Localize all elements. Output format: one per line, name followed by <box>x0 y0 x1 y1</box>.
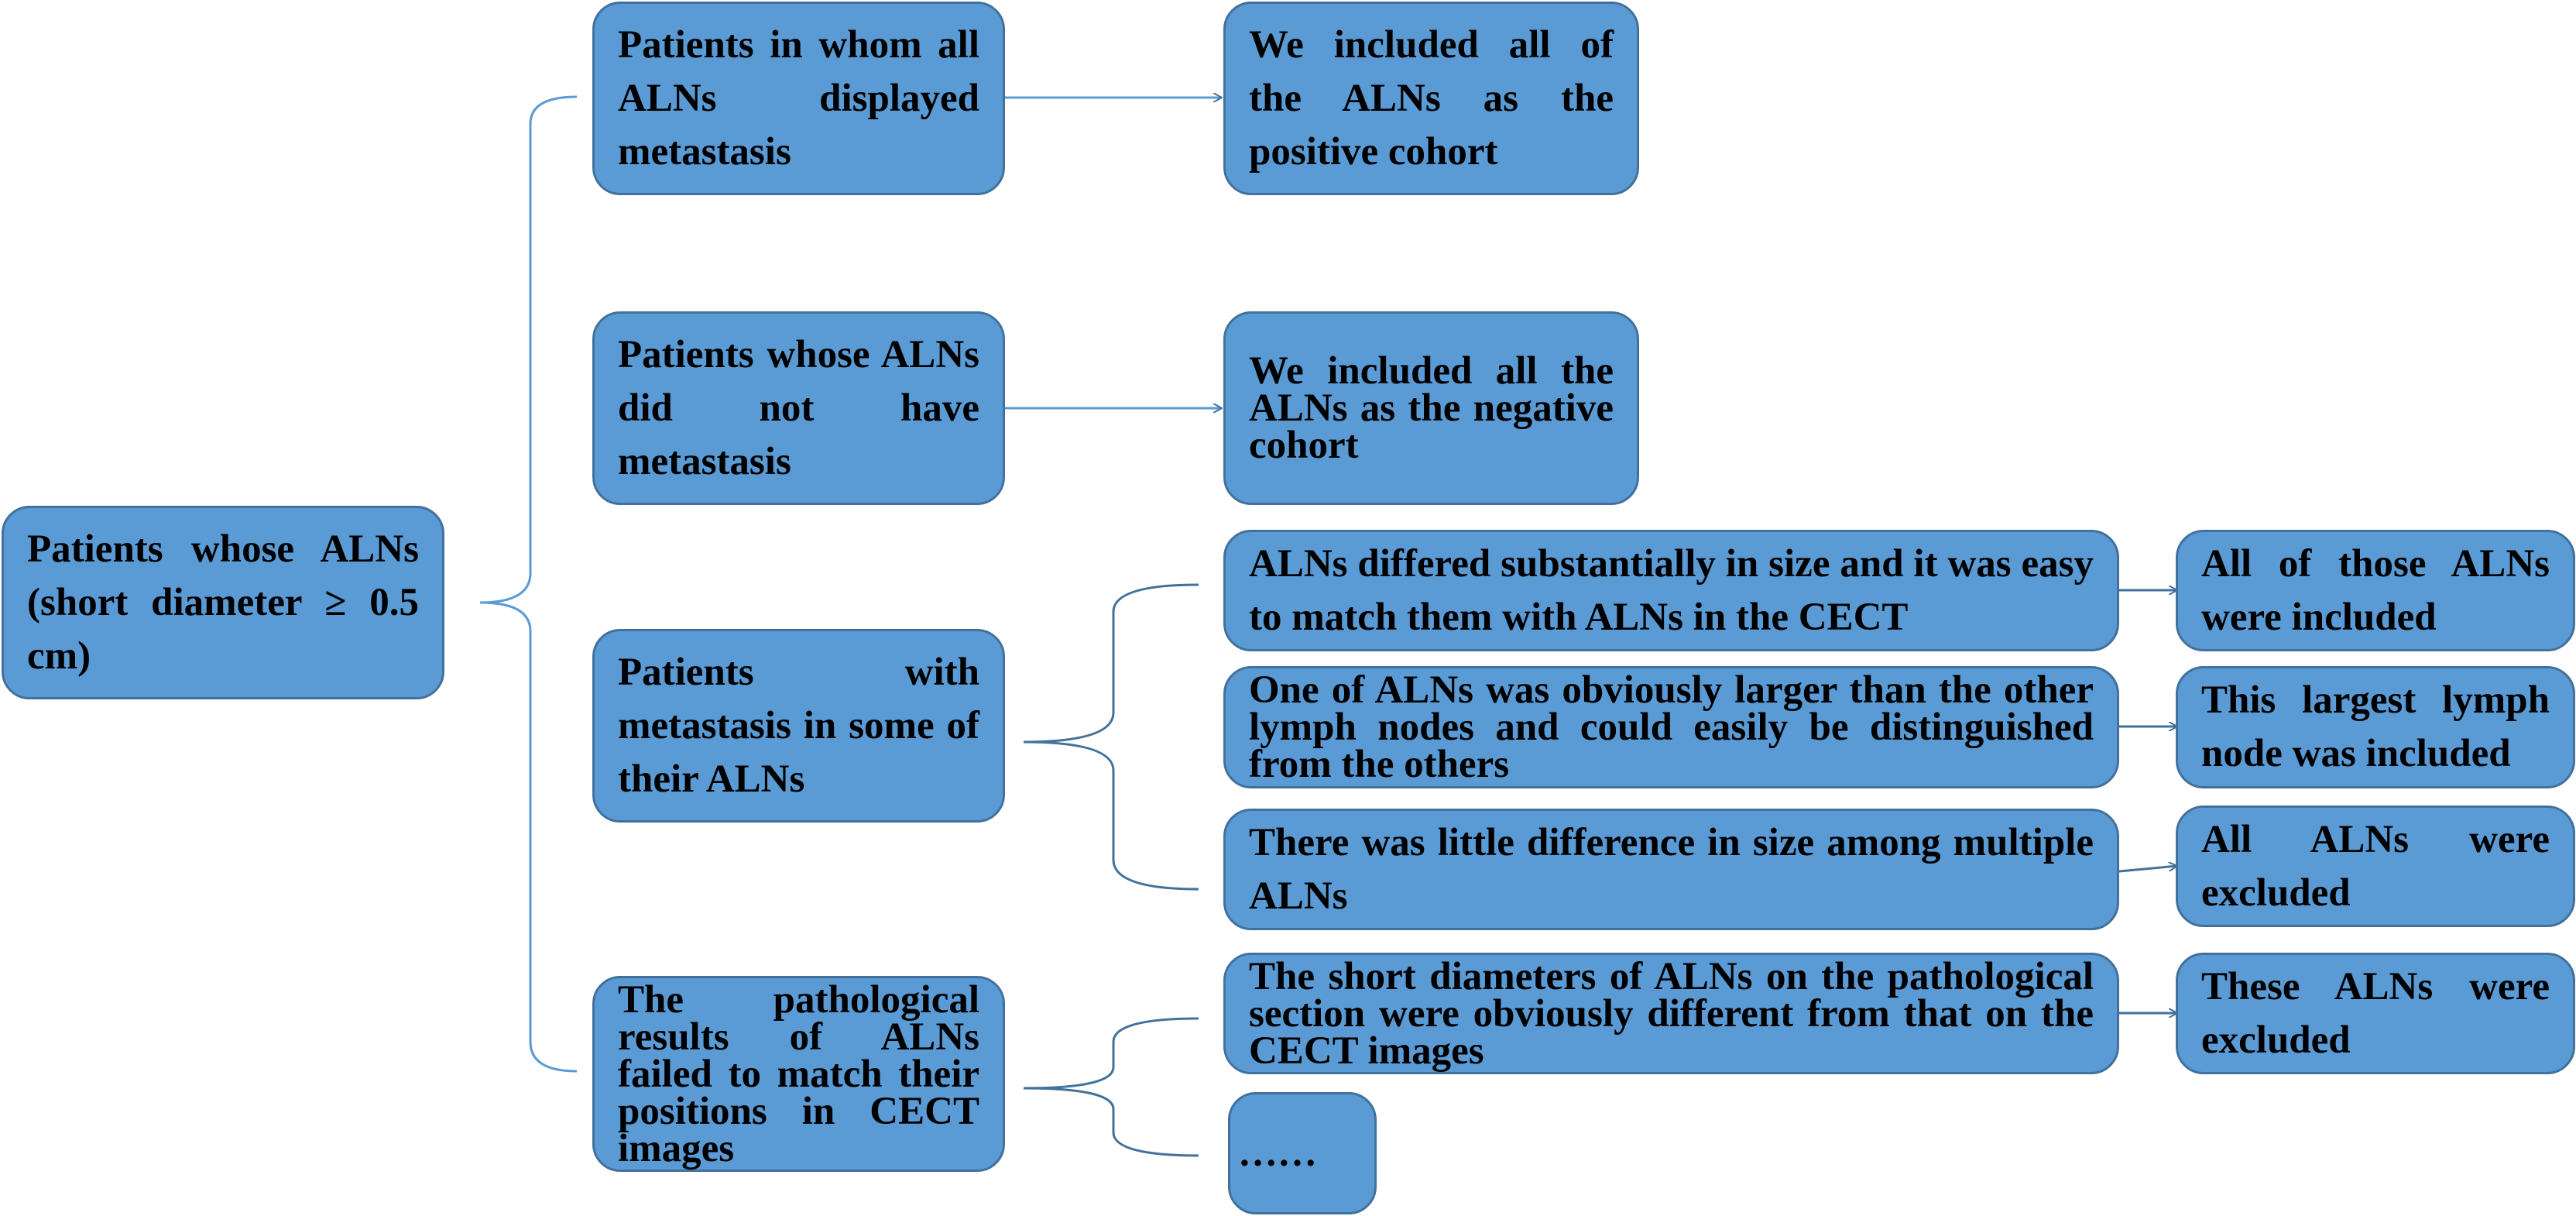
cohort-box-positive: We included all of the ALNs as the posit… <box>1223 2 1639 195</box>
outcome-text: All of those ALNs were included <box>2201 541 2550 639</box>
outcome-text: All ALNs were excluded <box>2201 817 2550 915</box>
condition-text: ALNs differed substantially in size and … <box>1249 541 2094 639</box>
category-text: The pathological results of ALNs failed … <box>618 977 979 1170</box>
cohort-text: We included all of the ALNs as the posit… <box>1249 22 1614 173</box>
category-box-partial-metastasis: Patients with metastasis in some of thei… <box>592 629 1005 823</box>
root-box: Patients whose ALNs (short diameter ≥ 0.… <box>2 506 444 699</box>
condition-box-diameter-mismatch: The short diameters of ALNs on the patho… <box>1223 953 2119 1074</box>
root-text: Patients whose ALNs (short diameter ≥ 0.… <box>27 527 419 678</box>
category-text: Patients with metastasis in some of thei… <box>618 650 979 801</box>
category-text: Patients whose ALNs did not have metasta… <box>618 332 979 483</box>
category-box-mismatch: The pathological results of ALNs failed … <box>592 976 1005 1172</box>
cat3-brace <box>1023 583 1199 891</box>
condition-box-ellipsis: …… <box>1228 1092 1377 1214</box>
outcome-box-largest-included: This largest lymph node was included <box>2176 666 2575 788</box>
condition-box-little-difference: There was little difference in size amon… <box>1223 809 2119 930</box>
arrow-cond3-out3 <box>2118 866 2177 873</box>
cohort-text: We included all the ALNs as the negative… <box>1249 349 1614 467</box>
outcome-text: This largest lymph node was included <box>2201 678 2550 775</box>
condition-text: …… <box>1238 1131 1317 1175</box>
root-brace <box>479 95 578 1073</box>
category-box-all-metastasis: Patients in whom all ALNs displayed meta… <box>592 2 1005 195</box>
cat4-brace <box>1023 1017 1199 1157</box>
outcome-box-all-excluded: All ALNs were excluded <box>2176 806 2575 927</box>
outcome-box-included: All of those ALNs were included <box>2176 530 2575 651</box>
outcome-text: These ALNs were excluded <box>2201 964 2550 1062</box>
condition-box-size-differ: ALNs differed substantially in size and … <box>1223 530 2119 651</box>
condition-text: One of ALNs was obviously larger than th… <box>1249 668 2094 786</box>
category-text: Patients in whom all ALNs displayed meta… <box>618 22 979 173</box>
outcome-box-these-excluded: These ALNs were excluded <box>2176 953 2575 1074</box>
cohort-box-negative: We included all the ALNs as the negative… <box>1223 311 1639 505</box>
condition-text: The short diameters of ALNs on the patho… <box>1249 954 2094 1073</box>
category-box-no-metastasis: Patients whose ALNs did not have metasta… <box>592 311 1005 505</box>
condition-box-largest-node: One of ALNs was obviously larger than th… <box>1223 666 2119 788</box>
condition-text: There was little difference in size amon… <box>1249 820 2094 918</box>
